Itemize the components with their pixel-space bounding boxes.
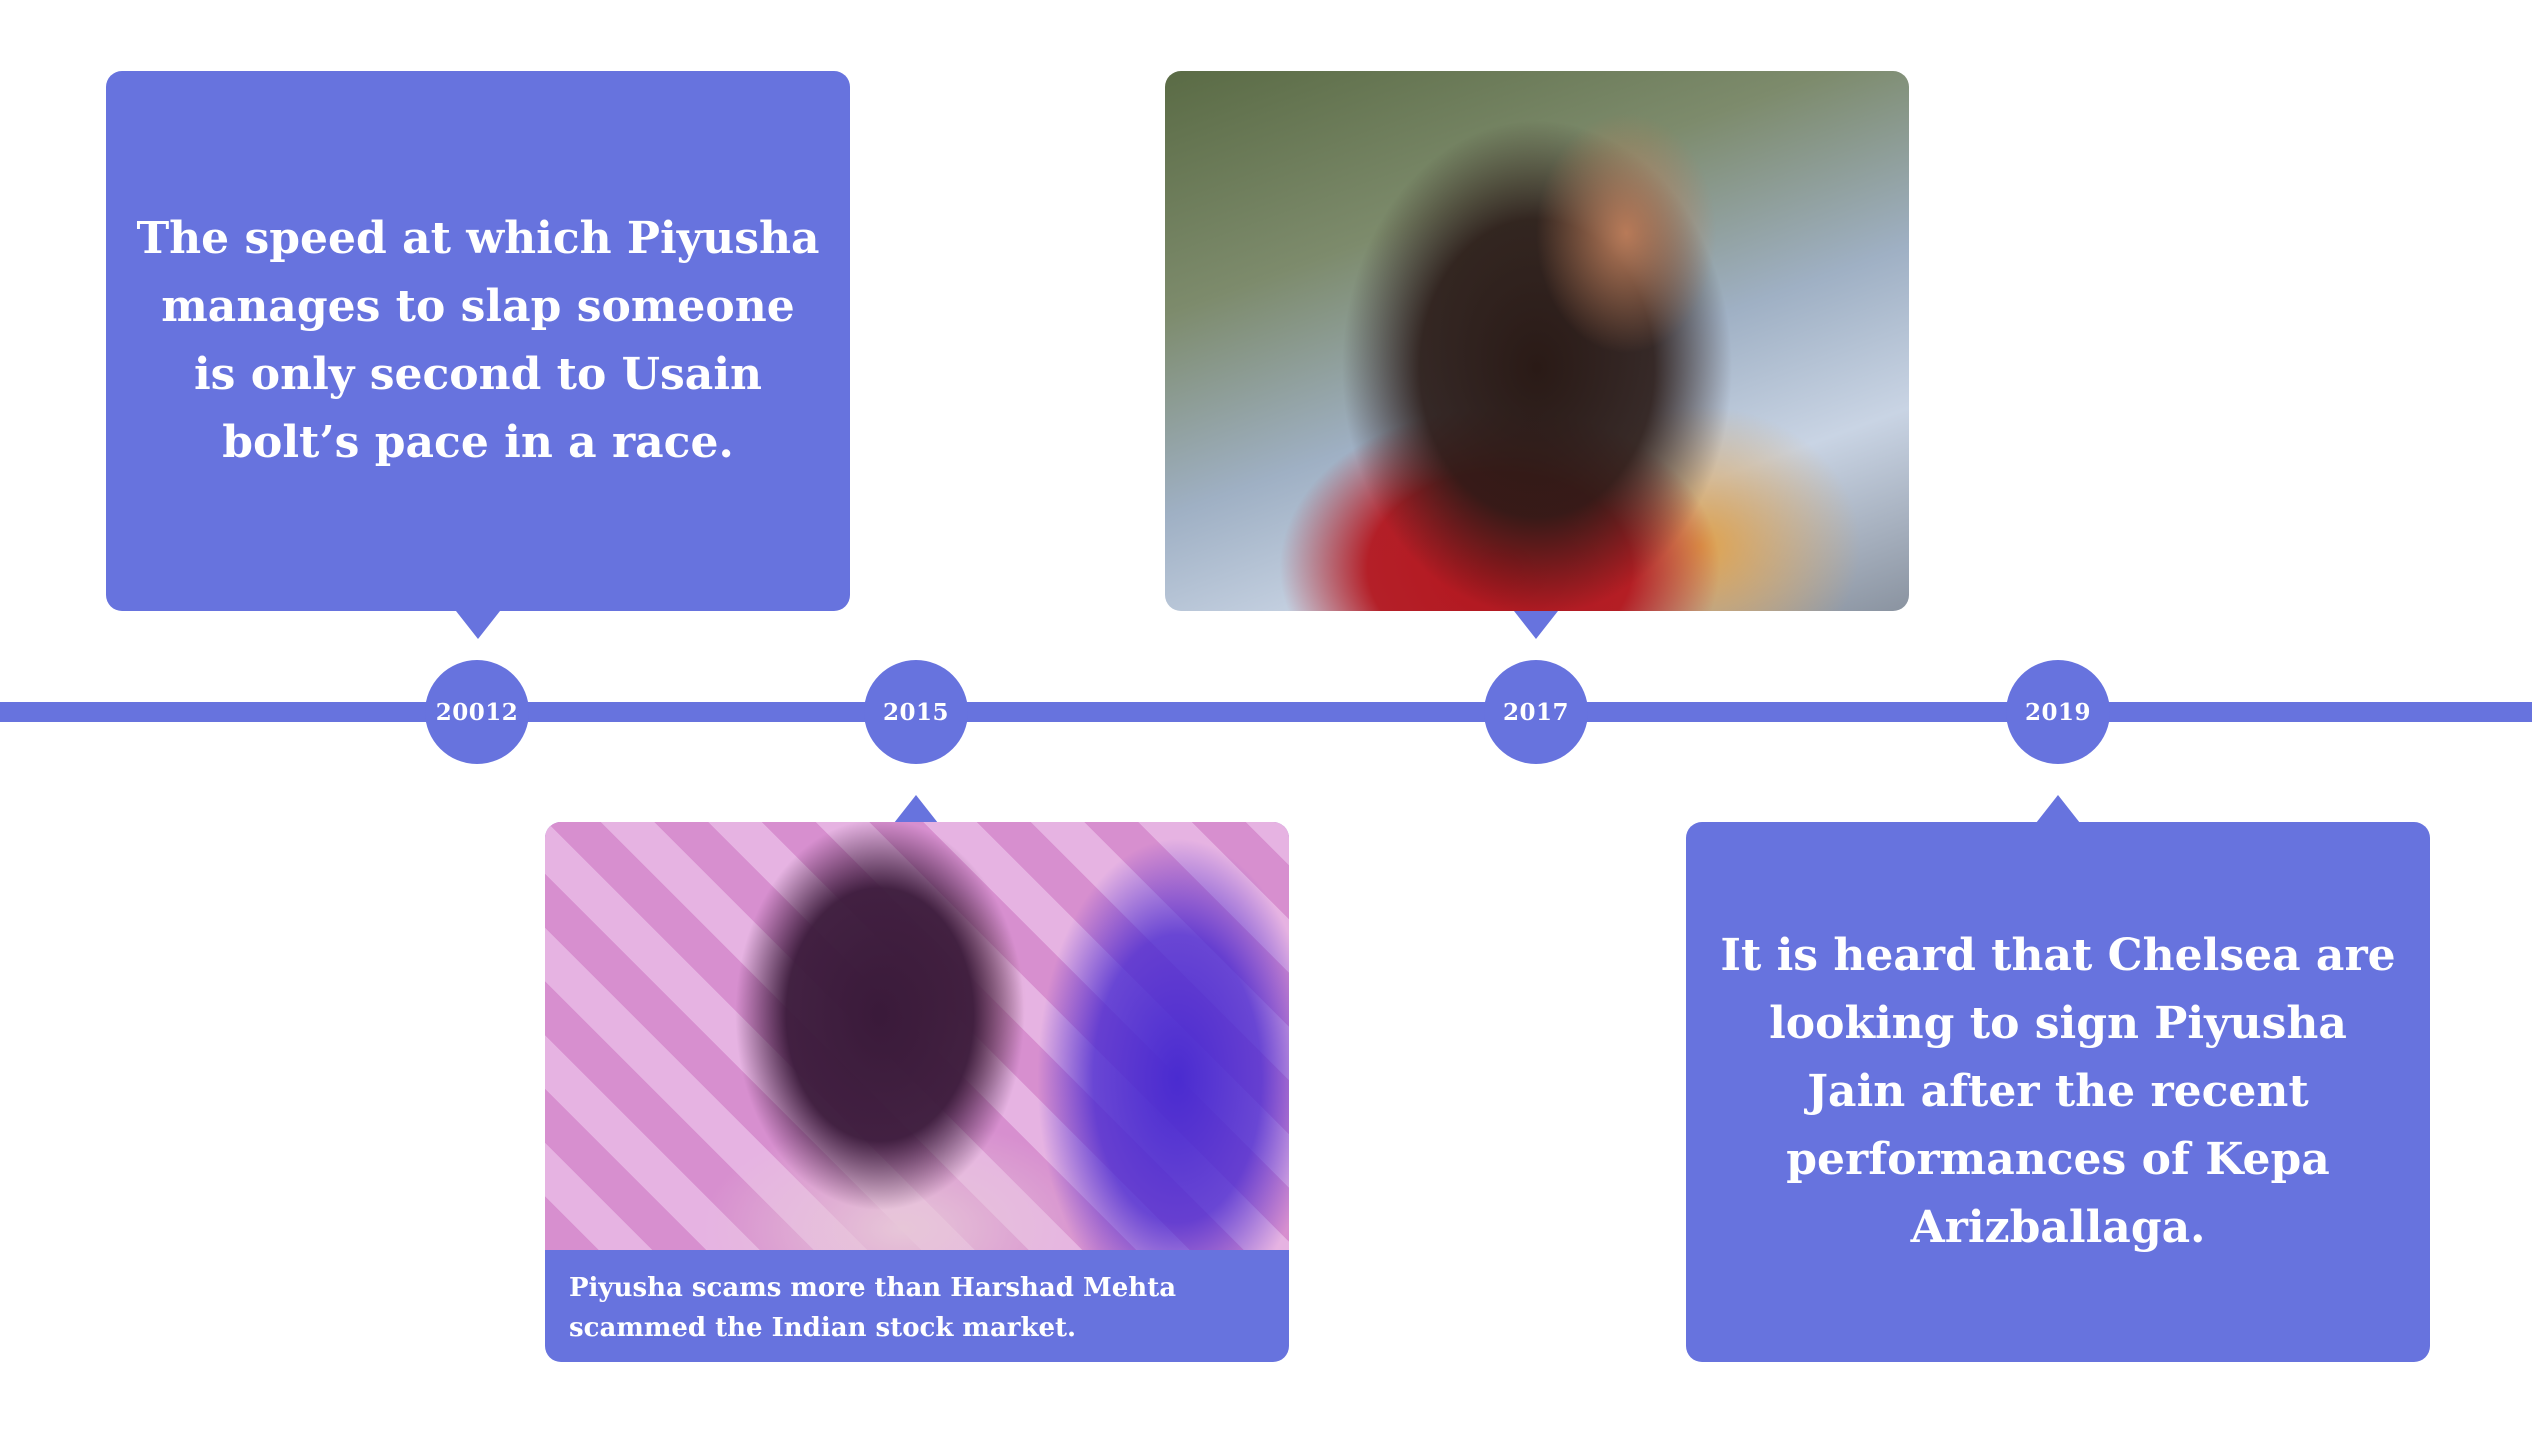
year-node-2019[interactable]: 2019 — [2006, 660, 2110, 764]
event-card-2019: It is heard that Chelsea are looking to … — [1686, 822, 2430, 1362]
year-node-2017[interactable]: 2017 — [1484, 660, 1588, 764]
event-card-pointer — [456, 611, 500, 639]
event-card-pointer — [1514, 611, 1558, 639]
event-card-pointer — [2036, 795, 2080, 823]
event-card-2015: Piyusha scams more than Harshad Mehta sc… — [545, 822, 1289, 1362]
event-photo — [545, 822, 1289, 1250]
year-label: 2017 — [1502, 698, 1569, 726]
year-node-2015[interactable]: 2015 — [864, 660, 968, 764]
event-caption: Piyusha scams more than Harshad Mehta sc… — [569, 1273, 1177, 1343]
event-card-20012: The speed at which Piyusha manages to sl… — [106, 71, 850, 611]
year-node-20012[interactable]: 20012 — [425, 660, 529, 764]
year-label: 2015 — [882, 698, 949, 726]
event-card-pointer — [894, 795, 938, 823]
event-text: It is heard that Chelsea are looking to … — [1720, 930, 2396, 1253]
year-label: 20012 — [435, 698, 519, 726]
event-photo-2017 — [1165, 71, 1909, 611]
event-text: The speed at which Piyusha manages to sl… — [136, 213, 820, 468]
year-label: 2019 — [2024, 698, 2091, 726]
timeline-line — [0, 702, 2532, 722]
